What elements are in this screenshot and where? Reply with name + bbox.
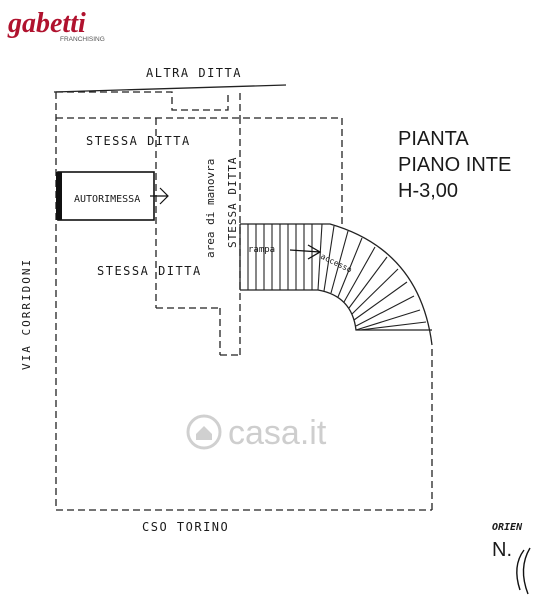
autorimessa-label: AUTORIMESSA — [74, 194, 140, 205]
altra-ditta-label: ALTRA DITTA — [146, 66, 242, 80]
title-line-1: PIANTA — [398, 128, 469, 150]
garage-door-arrow — [150, 187, 169, 205]
brand-tagline: FRANCHISING — [60, 36, 105, 43]
property-boundary — [53, 84, 433, 511]
stessa-ditta-vertical-label: STESSA DITTA — [226, 157, 239, 248]
north-label: N. — [492, 539, 512, 561]
orientation-indicator: ORIEN N. — [492, 522, 531, 595]
home-icon — [186, 414, 222, 450]
stessa-ditta-top-label: STESSA DITTA — [86, 134, 191, 148]
gabetti-logo: gabetti FRANCHISING — [7, 8, 105, 43]
via-corridoni-label: VIA CORRIDONI — [20, 258, 33, 370]
title-line-2: PIANO INTE — [398, 154, 511, 176]
brand-name: gabetti — [7, 8, 86, 39]
north-arrow-icon — [516, 549, 525, 591]
ramp-direction-arrow — [289, 244, 322, 260]
autorimessa-box: AUTORIMESSA — [56, 171, 169, 221]
title-line-3: H-3,00 — [398, 180, 458, 202]
rampa-label: rampa — [248, 245, 275, 255]
cso-torino-label: CSO TORINO — [142, 520, 229, 534]
watermark-text: casa.it — [228, 414, 327, 452]
casa-it-watermark: casa.it — [186, 414, 327, 452]
title-block: PIANTA PIANO INTE H-3,00 — [398, 128, 511, 202]
accesso-label: accesso — [319, 252, 353, 275]
area-di-manovra-label: area di manovra — [204, 159, 217, 258]
ramp-treads — [247, 223, 427, 331]
stessa-ditta-bottom-label: STESSA DITTA — [97, 264, 202, 278]
partition-upper — [56, 117, 343, 356]
orientation-label: ORIEN — [492, 522, 523, 533]
ramp-stairs: rampa accesso — [239, 223, 433, 346]
